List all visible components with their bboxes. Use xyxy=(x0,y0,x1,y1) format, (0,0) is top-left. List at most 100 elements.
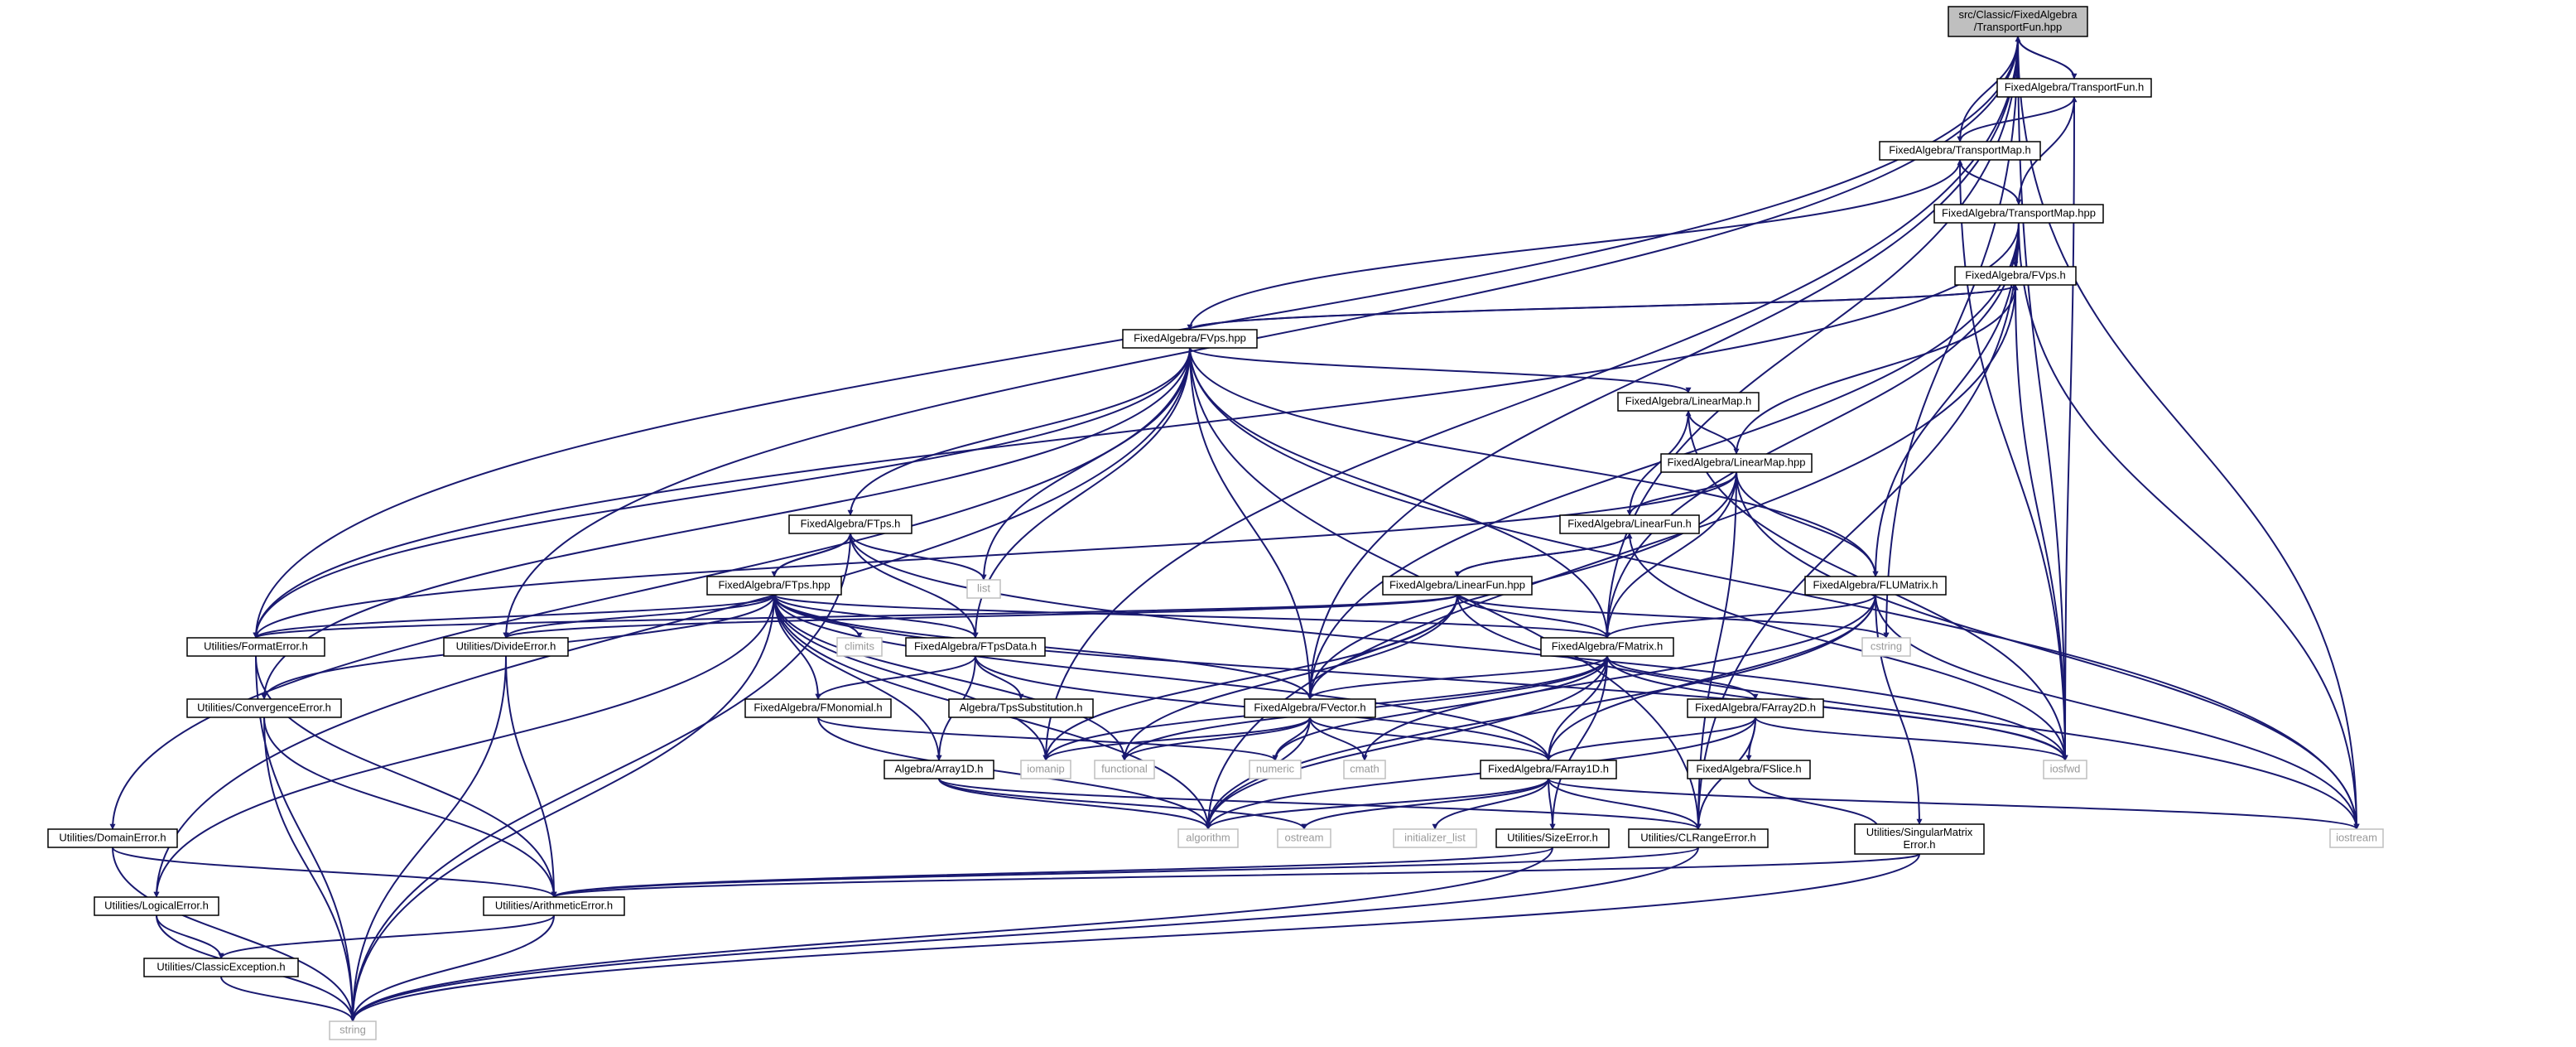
node-transportfun-h[interactable]: FixedAlgebra/TransportFun.h xyxy=(1996,78,2152,98)
node-linearmap-hpp[interactable]: FixedAlgebra/LinearMap.hpp xyxy=(1660,453,1813,473)
edge-linearfun_hpp-to-linearfun_h xyxy=(1457,533,1633,577)
edge-linearmap_hpp-to-formaterror_h xyxy=(253,471,1737,639)
edge-convergenceerror_h-to-arithmeticerror_h xyxy=(263,716,557,898)
node-box xyxy=(186,637,325,657)
node-label: src/Classic/FixedAlgebra xyxy=(1958,8,2078,21)
edge-fvps_hpp-to-formaterror_h xyxy=(253,347,1191,639)
node-domainerror-h[interactable]: Utilities/DomainError.h xyxy=(47,828,178,848)
node-cstring[interactable]: cstring xyxy=(1861,637,1911,657)
node-label: algorithm xyxy=(1186,831,1230,843)
node-iostream[interactable]: iostream xyxy=(2329,828,2384,848)
node-farray1d-h[interactable]: FixedAlgebra/FArray1D.h xyxy=(1480,760,1617,779)
node-convergenceerror-h[interactable]: Utilities/ConvergenceError.h xyxy=(186,698,342,718)
node-transportmap-hpp[interactable]: FixedAlgebra/TransportMap.hpp xyxy=(1933,204,2104,224)
node-label: FixedAlgebra/FVps.h xyxy=(1965,268,2065,281)
node-ostream[interactable]: ostream xyxy=(1277,828,1331,848)
edge-convergenceerror_h-to-string xyxy=(263,716,356,1022)
edge-fvps_h-to-iosfwd xyxy=(2015,284,2068,761)
node-label: cstring xyxy=(1871,639,1902,652)
node-iosfwd[interactable]: iosfwd xyxy=(2043,760,2087,779)
node-label: FixedAlgebra/TransportMap.hpp xyxy=(1942,206,2096,219)
node-linearfun-hpp[interactable]: FixedAlgebra/LinearFun.hpp xyxy=(1382,576,1533,596)
node-fvector-h[interactable]: FixedAlgebra/FVector.h xyxy=(1244,698,1376,718)
node-clrangeerror-h[interactable]: Utilities/CLRangeError.h xyxy=(1628,828,1769,848)
node-box xyxy=(1343,760,1386,779)
edge-linearfun_hpp-to-iomanip xyxy=(1042,594,1458,761)
node-box xyxy=(1559,514,1700,534)
edge-fmatrix_h-to-numeric xyxy=(1272,655,1608,761)
node-label: Utilities/ArithmeticError.h xyxy=(495,899,613,911)
node-classicexception-h[interactable]: Utilities/ClassicException.h xyxy=(143,958,299,977)
node-linearfun-h[interactable]: FixedAlgebra/LinearFun.h xyxy=(1559,514,1700,534)
edge-sizeerror_h-to-string xyxy=(349,847,1553,1022)
edge-array1d_h-to-algorithm xyxy=(938,778,1211,830)
edge-flumatrix_h-to-iostream xyxy=(1875,594,2360,830)
node-fmatrix-h[interactable]: FixedAlgebra/FMatrix.h xyxy=(1540,637,1674,657)
node-label: /TransportFun.hpp xyxy=(1974,21,2062,33)
node-label: FixedAlgebra/LinearFun.h xyxy=(1567,517,1692,529)
node-divideerror-h[interactable]: Utilities/DivideError.h xyxy=(443,637,569,657)
node-algorithm[interactable]: algorithm xyxy=(1177,828,1239,848)
node-box xyxy=(1948,6,2088,37)
node-fmonomial-h[interactable]: FixedAlgebra/FMonomial.h xyxy=(744,698,892,718)
node-box xyxy=(1020,760,1071,779)
node-linearmap-h[interactable]: FixedAlgebra/LinearMap.h xyxy=(1617,392,1760,412)
node-ftps-hpp[interactable]: FixedAlgebra/FTps.hpp xyxy=(706,576,842,596)
node-tpssubstitution-h[interactable]: Algebra/TpsSubstitution.h xyxy=(948,698,1094,718)
node-box xyxy=(1854,823,1985,855)
node-box xyxy=(1660,453,1813,473)
edge-farray1d_h-to-sizeerror_h xyxy=(1548,778,1556,830)
edge-classicexception_h-to-string xyxy=(220,976,356,1022)
node-fvps-h[interactable]: FixedAlgebra/FVps.h xyxy=(1954,266,2077,286)
node-box xyxy=(1244,698,1376,718)
edge-transportfun_h-to-root xyxy=(2015,36,2075,80)
node-ftpsdata-h[interactable]: FixedAlgebra/FTpsData.h xyxy=(905,637,1046,657)
edge-flumatrix_h-to-algorithm xyxy=(1205,594,1876,830)
node-sizeerror-h[interactable]: Utilities/SizeError.h xyxy=(1495,828,1610,848)
node-label: Utilities/CLRangeError.h xyxy=(1640,831,1755,843)
edge-fvps_hpp-to-domainerror_h xyxy=(109,347,1191,830)
node-label: Utilities/DivideError.h xyxy=(456,639,556,652)
node-box xyxy=(1933,204,2104,224)
edge-linearfun_h-to-linearmap_h xyxy=(1629,410,1692,516)
node-label: Utilities/DomainError.h xyxy=(59,831,166,843)
node-cmath[interactable]: cmath xyxy=(1343,760,1386,779)
node-label: FixedAlgebra/LinearFun.hpp xyxy=(1389,578,1525,591)
edge-fvps_h-to-algorithm xyxy=(1205,284,2016,830)
node-flumatrix-h[interactable]: FixedAlgebra/FLUMatrix.h xyxy=(1804,576,1947,596)
node-box xyxy=(329,1020,377,1040)
edge-root-to-fvector_h xyxy=(1307,36,2019,700)
edge-fmatrix_h-to-fvector_h xyxy=(1307,655,1608,700)
edge-farray2d_h-to-farray1d_h xyxy=(1545,716,1756,761)
node-functional[interactable]: functional xyxy=(1094,760,1155,779)
edge-farray1d_h-to-clrangeerror_h xyxy=(1548,778,1702,830)
node-climits[interactable]: climits xyxy=(836,637,883,657)
node-iomanip[interactable]: iomanip xyxy=(1020,760,1071,779)
node-numeric[interactable]: numeric xyxy=(1249,760,1302,779)
node-fslice-h[interactable]: FixedAlgebra/FSlice.h xyxy=(1687,760,1811,779)
node-ftps-h[interactable]: FixedAlgebra/FTps.h xyxy=(788,514,912,534)
node-label: Utilities/SingularMatrix xyxy=(1866,826,1973,838)
node-farray2d-h[interactable]: FixedAlgebra/FArray2D.h xyxy=(1687,698,1824,718)
node-array1d-h[interactable]: Algebra/Array1D.h xyxy=(884,760,994,779)
edge-root-to-divideerror_h xyxy=(503,36,2019,639)
node-label: Algebra/Array1D.h xyxy=(895,762,984,774)
node-initializer-list[interactable]: initializer_list xyxy=(1393,828,1477,848)
node-label: Utilities/SizeError.h xyxy=(1507,831,1598,843)
node-formaterror-h[interactable]: Utilities/FormatError.h xyxy=(186,637,325,657)
node-box xyxy=(1861,637,1911,657)
node-label: Utilities/LogicalError.h xyxy=(104,899,209,911)
node-string[interactable]: string xyxy=(329,1020,377,1040)
node-transportmap-h[interactable]: FixedAlgebra/TransportMap.h xyxy=(1879,141,2041,161)
node-arithmeticerror-h[interactable]: Utilities/ArithmeticError.h xyxy=(483,896,625,916)
edge-fvps_hpp-to-transportmap_h xyxy=(1189,159,1963,331)
node-label: functional xyxy=(1101,762,1148,774)
node-root[interactable]: src/Classic/FixedAlgebra/TransportFun.hp… xyxy=(1948,6,2088,37)
edge-singularmatrixerror_h-to-arithmeticerror_h xyxy=(551,853,1920,898)
node-label: Error.h xyxy=(1903,838,1935,851)
node-fvps-hpp[interactable]: FixedAlgebra/FVps.hpp xyxy=(1122,329,1258,349)
node-logicalerror-h[interactable]: Utilities/LogicalError.h xyxy=(94,896,219,916)
node-list[interactable]: list xyxy=(966,579,1001,599)
